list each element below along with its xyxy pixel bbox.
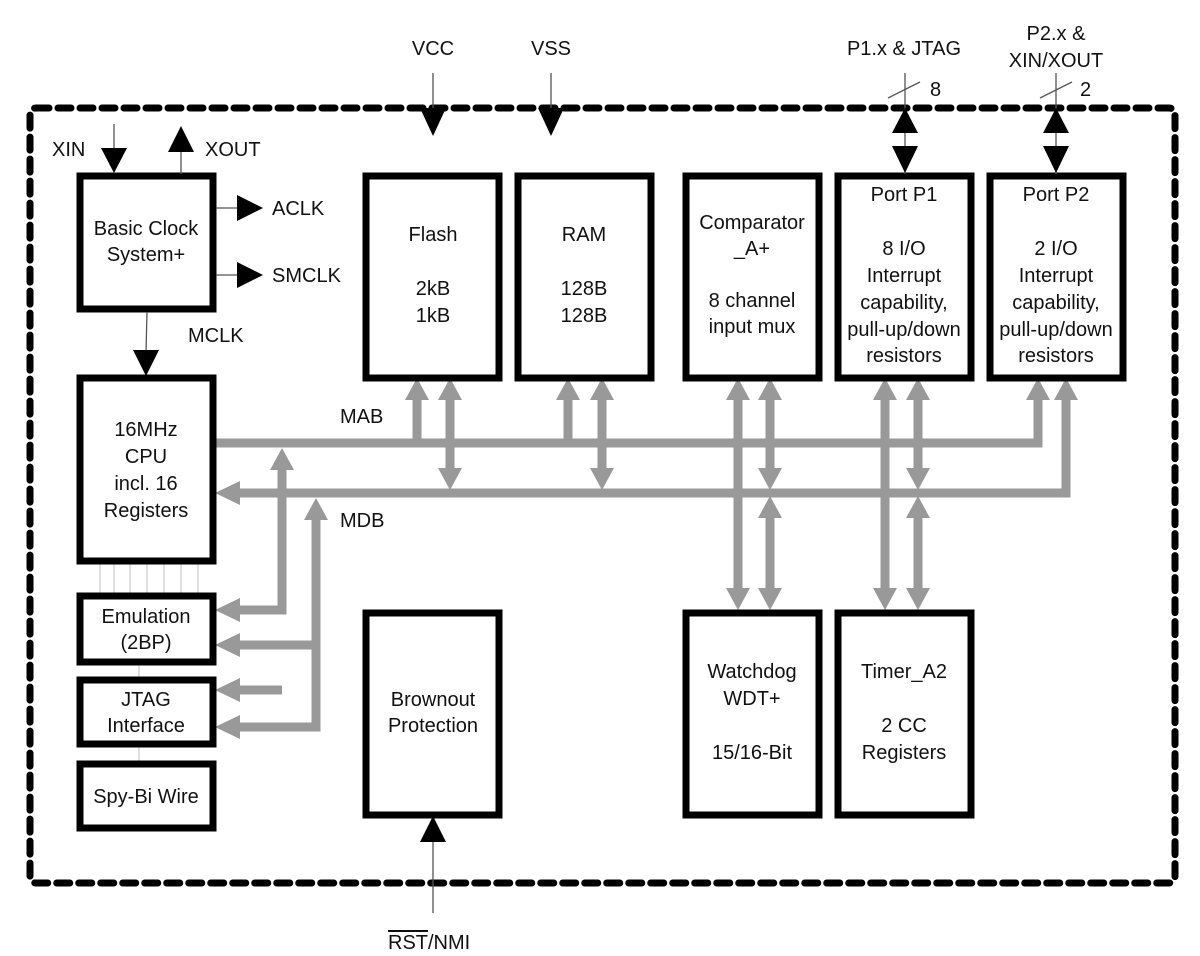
ram-mdb-arrow-down: [590, 468, 614, 490]
p2-arrow-down-icon: [1043, 146, 1069, 173]
vss-arrow-icon: [538, 108, 564, 136]
jtag-mdb-arrow: [215, 715, 240, 739]
p2-pins-label-1: P2.x &: [1027, 23, 1087, 45]
clock-system-block: [76, 172, 217, 313]
xin-label: XIN: [52, 139, 85, 161]
port2-block: [986, 172, 1127, 382]
aclk-label: ACLK: [272, 198, 325, 220]
comp-wdt-arrow-up: [726, 378, 750, 400]
mdb-bus: [238, 400, 1071, 498]
brownout-block: [362, 609, 503, 819]
p1-pins-label: P1.x & JTAG: [847, 38, 961, 60]
smclk-arrow-icon: [237, 262, 263, 288]
p1-arrow-up-icon: [892, 108, 918, 133]
xout-arrow-icon: [168, 126, 194, 152]
mab-label: MAB: [340, 406, 383, 428]
mdb-tap-arrow: [304, 498, 328, 520]
ram-mab-arrow: [556, 378, 580, 400]
jtag-block: [76, 676, 217, 748]
wdt-mdb-arrow-down: [758, 588, 782, 610]
p1-arrow-down-icon: [892, 146, 918, 173]
comparator-block: [682, 172, 823, 382]
p1-bus-width: 8: [930, 79, 941, 101]
spybiwire-block: [76, 760, 217, 832]
mclk-arrow-icon: [133, 350, 159, 376]
wdt-mdb-arrow-up: [758, 496, 782, 518]
rst-label: RST/NMI: [388, 932, 470, 954]
p2-arrow-up-icon: [1043, 108, 1069, 133]
timer-mdb-arrow-up: [906, 496, 930, 518]
device-boundary: [26, 104, 1179, 887]
bus-lines: [213, 378, 1078, 739]
jtag-mab-arrow: [215, 678, 240, 702]
mdb-jtag-line: [238, 520, 321, 732]
flash-mab-arrow: [405, 378, 429, 400]
watchdog-block: [682, 609, 823, 819]
flash-mdb-arrow-down: [438, 468, 462, 490]
rst-arrow-icon: [420, 816, 446, 842]
aclk-arrow-icon: [237, 195, 263, 221]
vcc-label: VCC: [412, 38, 454, 60]
mdb-cpu-arrow: [215, 481, 240, 505]
smclk-label: SMCLK: [272, 265, 342, 287]
emulation-label: Emulation(2BP): [102, 606, 191, 654]
rst-nmi-text: /NMI: [428, 932, 470, 954]
mab-bus: [213, 400, 1043, 448]
spybiwire-label: Spy-Bi Wire: [93, 786, 199, 808]
mclk-line: [145, 311, 148, 353]
timer-mdb-arrow-down: [906, 588, 930, 610]
p2-bus-width: 2: [1080, 79, 1091, 101]
emu-mdb-arrow: [215, 633, 240, 657]
p2-bus-slash: [1039, 81, 1073, 99]
emu-mab-arrow: [215, 598, 240, 622]
p2-mab-arrow: [1026, 378, 1050, 400]
flash-block: [362, 172, 503, 382]
xin-arrow-icon: [101, 148, 127, 173]
cpu-block: [76, 374, 217, 565]
p1-mdb-arrow-up: [906, 378, 930, 400]
p1-timer-arrow-up: [873, 378, 897, 400]
p2-mdb-arrow: [1054, 378, 1078, 400]
p1-timer-arrow-down: [873, 588, 897, 610]
mab-tap-arrow: [270, 448, 294, 470]
cpu-emulation-links: [99, 563, 199, 762]
vcc-arrow-icon: [420, 108, 446, 136]
vss-label: VSS: [531, 38, 571, 60]
mab-emu-line: [238, 470, 287, 615]
comp-mdb-arrow-down: [758, 468, 782, 490]
mdb-label: MDB: [340, 510, 384, 532]
comp-mdb-arrow-up: [758, 378, 782, 400]
timer-block: [834, 609, 975, 819]
ram-mdb-arrow-up: [590, 378, 614, 400]
p2-pins-label-2: XIN/XOUT: [1009, 50, 1103, 72]
p1-mdb-arrow-down: [906, 468, 930, 490]
xout-label: XOUT: [205, 139, 261, 161]
emulation-block: [76, 592, 217, 666]
ram-block: [514, 172, 655, 382]
p1-bus-slash: [887, 81, 921, 99]
mclk-label: MCLK: [188, 325, 244, 347]
port1-block: [834, 172, 975, 382]
rst-bar-text: RST: [388, 932, 428, 954]
flash-mdb-arrow-up: [438, 378, 462, 400]
comp-wdt-arrow-down: [726, 588, 750, 610]
